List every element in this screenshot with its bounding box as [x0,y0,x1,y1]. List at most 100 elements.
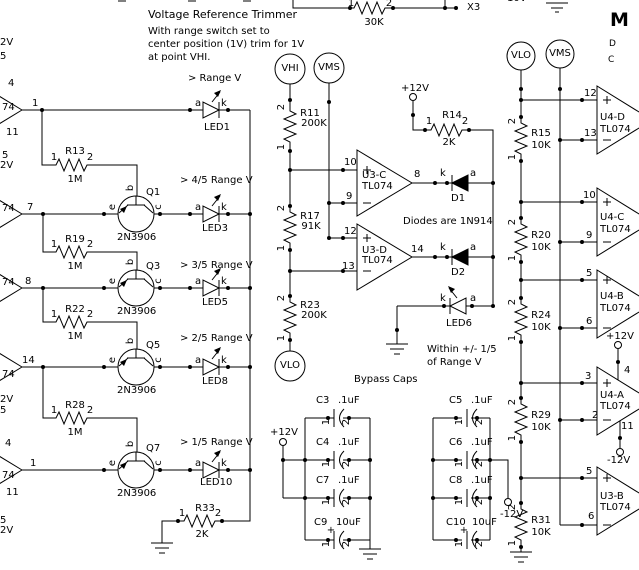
bypass-title: Bypass Caps [354,374,418,385]
range-label-4: > 2/5 Range V [180,333,253,344]
r22-value: 1M [67,331,83,342]
u4a-pin11: 11 [621,421,634,432]
minus12v-right: -12V [607,455,631,466]
r23-pin2: 2 [276,294,287,302]
q7-ref: Q7 [146,443,161,454]
frag-9: 74 [2,277,15,288]
c7-value: .1uF [338,475,360,486]
r-top-pin2: 2 [385,0,393,9]
plus12v-right: +12V [606,331,634,342]
d1-anode: a [470,168,477,179]
opamp-out-pin-8: 8 [25,276,32,287]
r24-pin1: 1 [507,334,518,342]
u4a-pin3: 3 [585,371,592,382]
range-label-3: > 3/5 Range V [180,260,253,271]
q7-part: 2N3906 [117,488,157,499]
r20-value: 10K [531,242,551,253]
r33-ref: R33 [195,503,215,514]
r24-ref: R24 [531,310,551,321]
r31-value: 10K [531,527,551,538]
c6-pin2: 2 [474,460,485,468]
r17-pin1: 1 [276,244,287,252]
c10-ref: C10 [446,517,466,528]
led5-name: LED5 [202,297,228,308]
frag-4: 74 [2,102,15,113]
led5-anode: a [195,276,202,287]
range-label-2: > 4/5 Range V [180,175,253,186]
c8-pin1: 1 [454,498,465,506]
led1-anode: a [195,98,202,109]
u4c-name: U4-C [600,212,625,223]
c4-pin1: 1 [321,460,332,468]
r19-pin1: 1 [50,239,58,250]
u4b-pin6: 6 [586,316,593,327]
u3d-name: U3-D [362,245,387,256]
u3c-pin8: 8 [414,169,421,180]
u3d-part: TL074 [362,255,393,266]
q1-base: b [125,184,136,192]
vms-terminal [313,52,345,84]
d1-name: D1 [451,193,466,204]
q7-emitter: e [107,459,118,467]
note-title: Voltage Reference Trimmer [148,8,298,21]
vhi-terminal-label: VHI [281,63,299,74]
u3b-name: U3-B [600,491,624,502]
r15-pin1: 1 [507,153,518,161]
u3c-pin9: 9 [346,191,353,202]
led10-anode: a [195,458,202,469]
plus12v-caps: +12V [270,427,298,438]
vms-terminal-label-2: VMS [549,48,571,59]
u3d-pin12: 12 [344,226,357,237]
led6-anode: a [470,293,477,304]
clipped-right-c: C [608,55,615,65]
q3-ref: Q3 [146,261,161,272]
r24-pin2: 2 [507,298,518,306]
clipped-right-d: D [609,39,616,49]
u4a-pin2: 2 [592,410,599,421]
frag-16: 5 [0,515,7,526]
c3-pin2: 2 [341,418,352,426]
c4-value: .1uF [338,437,360,448]
r11-value: 200K [301,118,327,129]
q1-emitter: e [107,203,118,211]
r20-pin2: 2 [507,218,518,226]
r14-pin2: 2 [461,116,469,127]
c7-pin1: 1 [321,498,332,506]
r11-ref: R11 [300,108,320,119]
junction-dots [40,6,622,549]
r28-pin2: 2 [86,405,94,416]
led3-anode: a [195,202,202,213]
r13-ref: R13 [65,146,85,157]
led6-cathode: k [440,293,446,304]
q3-base: b [125,258,136,266]
c4-pin2: 2 [341,460,352,468]
u4c-pin10: 10 [583,190,596,201]
opamp-out-pin-1b: 1 [30,458,37,469]
wire-layer [22,0,621,552]
frag-17: 2V [0,525,14,536]
r29-ref: R29 [531,410,551,421]
frag-7: 2V [0,160,14,171]
u4d-pin12: 12 [584,88,597,99]
opamp-input-marks [363,96,611,526]
note-line-3: at point VHI. [148,52,211,63]
r15-value: 10K [531,140,551,151]
c6-ref: C6 [449,437,463,448]
c5-pin2: 2 [474,418,485,426]
q3-part: 2N3906 [117,306,157,317]
opamp-out-pin-7: 7 [27,202,34,213]
u4b-name: U4-B [600,291,624,302]
frag-13: 4 [5,438,12,449]
c3-pin1: 1 [321,418,332,426]
r33-pin2: 2 [214,508,222,519]
c7-pin2: 2 [341,498,352,506]
r14-value: 2K [442,137,456,148]
q1-ref: Q1 [146,187,161,198]
clipped-top-text: 10V [507,0,527,4]
u3d-pin14: 14 [411,244,424,255]
vlo-terminal-label-2: VLO [511,50,531,61]
frag-8: 74 [2,203,15,214]
q1-part: 2N3906 [117,232,157,243]
